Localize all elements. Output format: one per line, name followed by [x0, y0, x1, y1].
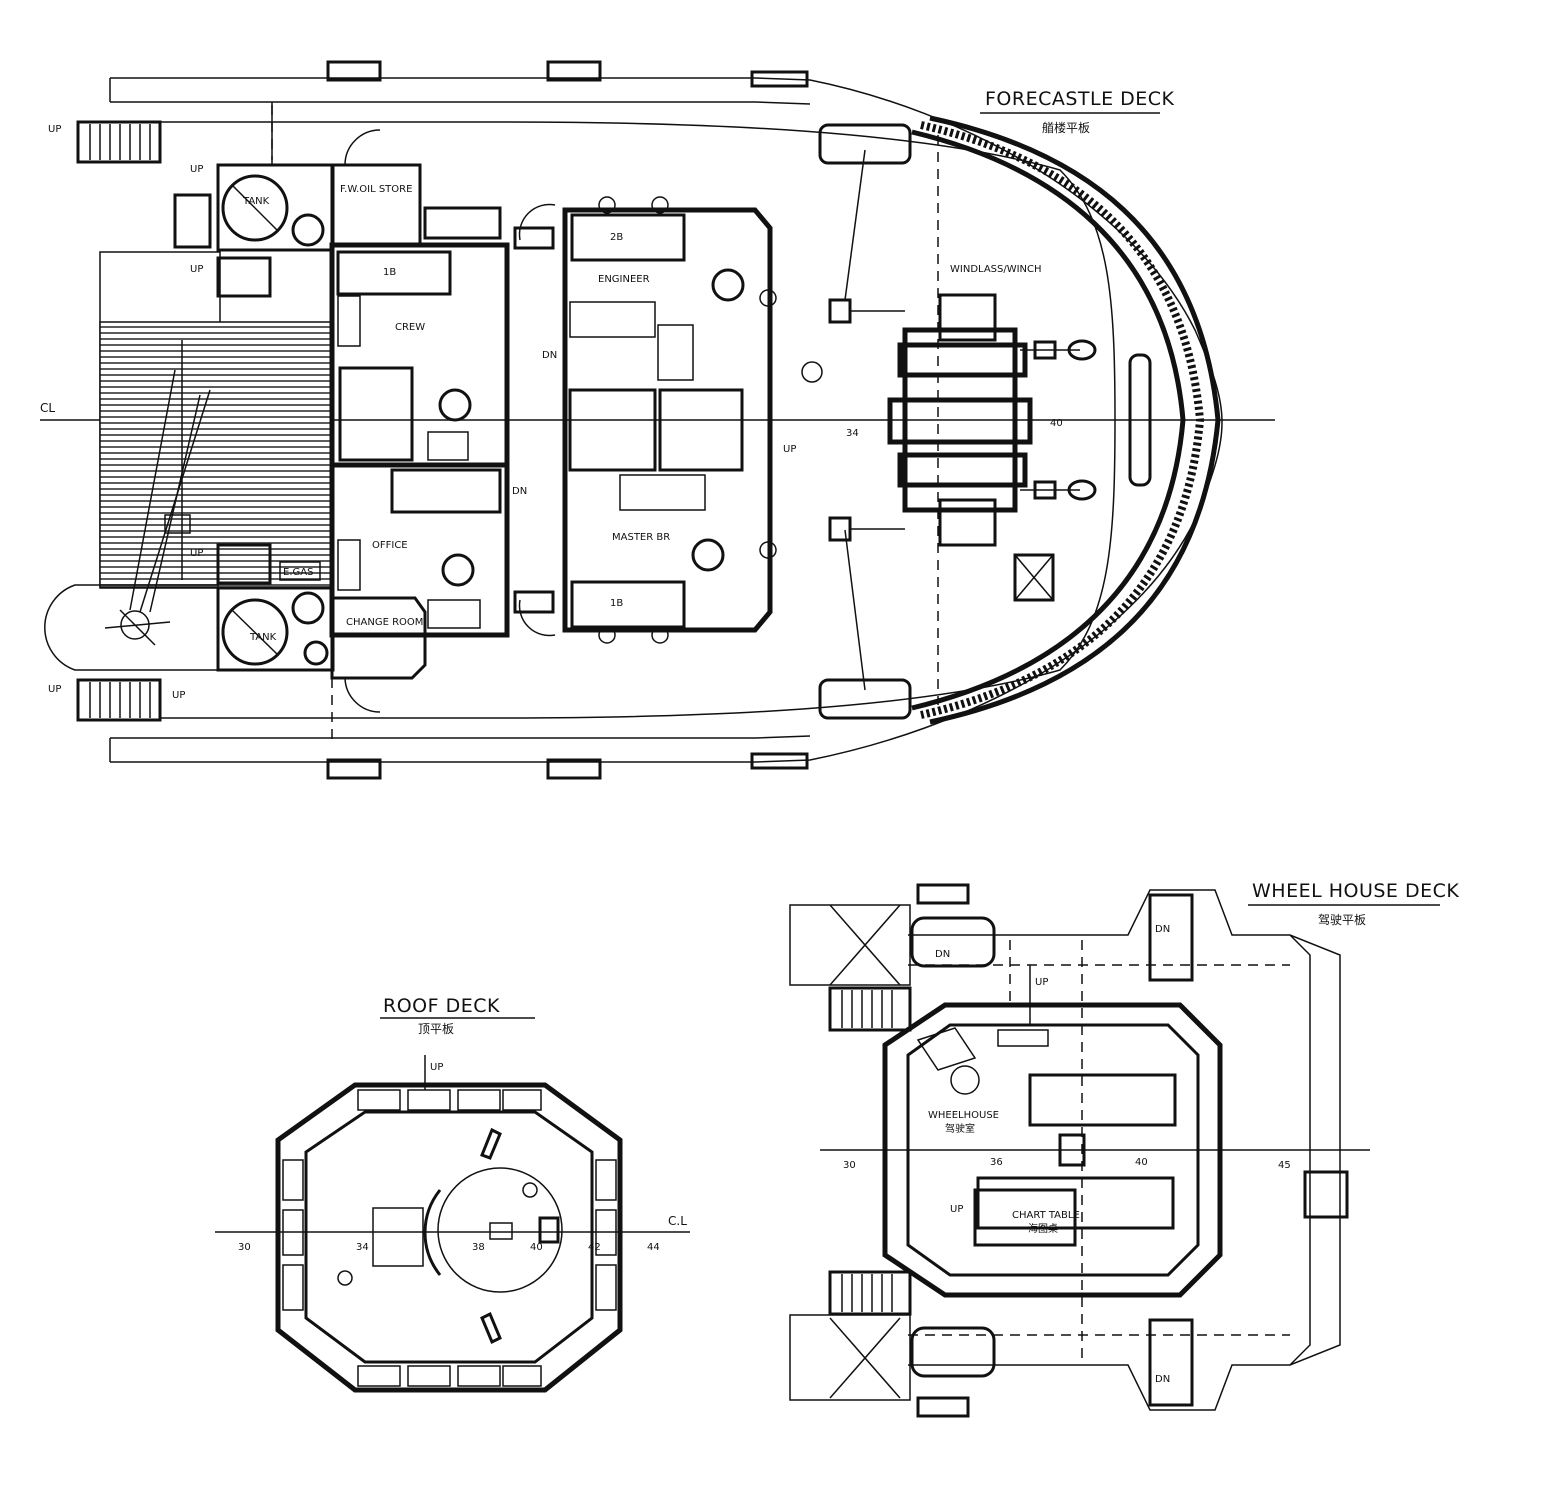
forecastle-deck-plan: CL 20 34 40 UP UP	[40, 60, 1275, 780]
frame-label: 45	[1278, 1160, 1291, 1171]
frame-label: 40	[1135, 1157, 1148, 1168]
up-label: UP	[430, 1062, 443, 1073]
dn-label: DN	[1155, 1374, 1170, 1385]
up-label: UP	[950, 1204, 963, 1215]
chart-table-label: CHART TABLE	[1012, 1210, 1080, 1221]
change-room-label: CHANGE ROOM	[346, 617, 423, 628]
up-label: UP	[783, 444, 796, 455]
frame-label: 34	[356, 1242, 369, 1253]
anchor-winch-icon	[104, 609, 171, 646]
frame-label: 36	[990, 1157, 1003, 1168]
frame-label: 40	[1050, 418, 1063, 429]
windlass-winch: WINDLASS/WINCH	[887, 264, 1097, 547]
deck-title: FORECASTLE DECK	[985, 88, 1175, 110]
deck-subtitle: 顶平板	[418, 1022, 454, 1036]
store-label: F.W.OIL STORE	[340, 184, 412, 195]
frame-label: 30	[238, 1242, 251, 1253]
dn-label: DN	[542, 350, 557, 361]
up-label: UP	[190, 548, 203, 559]
centerline-label: CL	[40, 401, 55, 415]
up-label: UP	[1035, 977, 1048, 988]
wheelhouse-deck-plan: WHEEL HOUSE DECK 驾驶平板 DN DN DN	[789, 880, 1459, 1418]
deck-title: WHEEL HOUSE DECK	[1252, 880, 1459, 902]
deck-subtitle: 驾驶平板	[1318, 912, 1366, 927]
up-label: UP	[48, 124, 61, 135]
aft-deck-hatching	[99, 321, 333, 588]
deck-title: ROOF DECK	[383, 995, 500, 1017]
cabin-mark: 1B	[383, 267, 396, 278]
stair-rungs	[841, 990, 893, 1312]
roof-deck-plan: ROOF DECK 顶平板 UP C.L 30 34 38 40 42 44	[215, 995, 690, 1393]
frame-label: 44	[647, 1242, 660, 1253]
deck-subtitle: 艏楼平板	[1042, 120, 1090, 135]
wheelhouse-subtitle: 驾驶室	[945, 1122, 975, 1135]
cabin-mark: 1B	[610, 598, 623, 609]
cabin-mark: 2B	[610, 232, 623, 243]
frame-label: 42	[588, 1242, 601, 1253]
svg-text:TANK: TANK	[249, 632, 277, 643]
wheelhouse-label: WHEELHOUSE	[928, 1110, 999, 1121]
crew-label: CREW	[395, 322, 425, 333]
up-label: UP	[190, 164, 203, 175]
dn-label: DN	[1155, 924, 1170, 935]
up-label: UP	[190, 264, 203, 275]
master-label: MASTER BR	[612, 532, 670, 543]
dn-label: DN	[935, 949, 950, 960]
engineer-label: ENGINEER	[598, 274, 650, 285]
frame-label: 38	[472, 1242, 485, 1253]
up-label: UP	[172, 690, 185, 701]
svg-text:TANK: TANK	[242, 196, 270, 207]
up-label: UP	[48, 684, 61, 695]
office-label: OFFICE	[372, 540, 408, 551]
frame-label: 30	[843, 1160, 856, 1171]
tank-room-top: TANK	[216, 163, 335, 252]
centerline-label: C.L	[668, 1214, 687, 1228]
frame-label: 34	[846, 428, 859, 439]
gas-label: E.GAS	[283, 567, 313, 578]
dn-label: DN	[512, 486, 527, 497]
frame-label: 40	[530, 1242, 543, 1253]
tank-room-bottom: TANK	[216, 586, 335, 672]
chart-table-subtitle: 海图桌	[1028, 1222, 1058, 1235]
ladder-rungs	[89, 124, 151, 718]
windlass-label: WINDLASS/WINCH	[950, 264, 1042, 275]
